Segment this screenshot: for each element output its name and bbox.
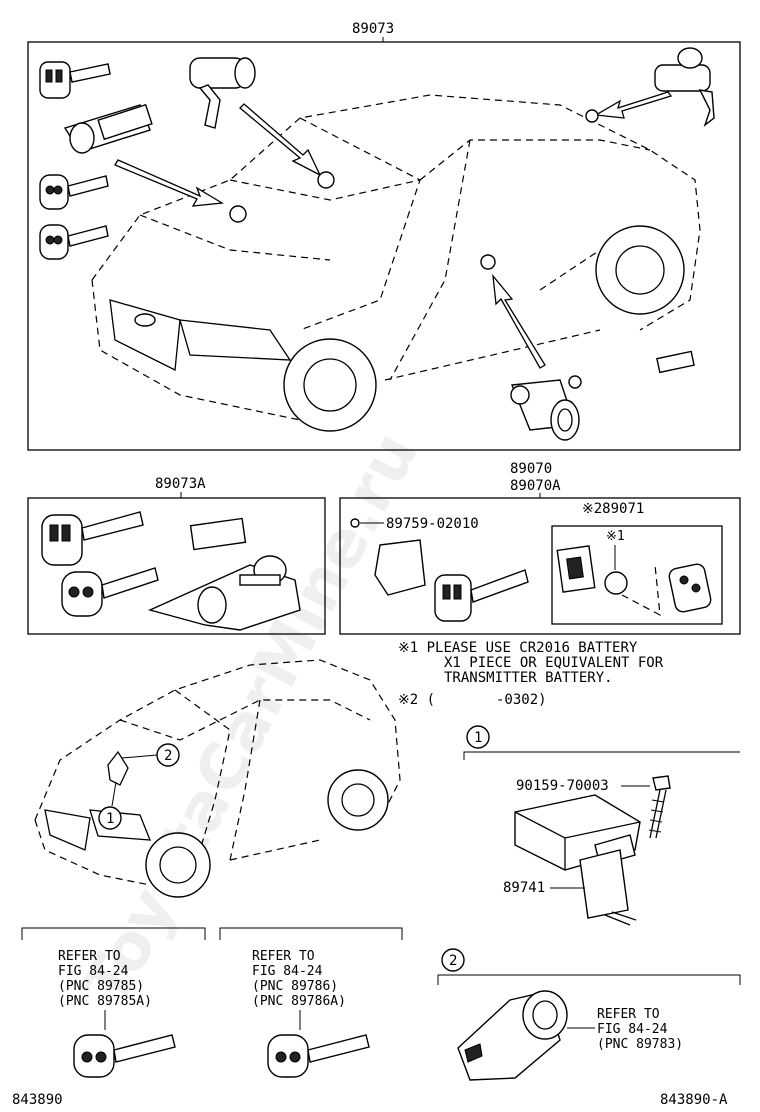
arrow-icon (593, 91, 673, 119)
transmitter-frame (339, 497, 741, 635)
refer-left-line4: (PNC 89785A) (58, 994, 152, 1009)
note1-line2: X1 PIECE OR EQUIVALENT FOR (444, 655, 664, 671)
footer-left-code: 843890 (12, 1092, 63, 1108)
arrow-icon (114, 159, 225, 207)
headlight-shape (89, 809, 151, 841)
callout-circle-2 (441, 948, 465, 972)
arrow-icon (492, 273, 546, 369)
key-icon (39, 174, 109, 210)
ignition-switch-icon (457, 990, 568, 1081)
front-wheel (145, 832, 211, 898)
callout-circle-1 (98, 806, 122, 830)
hatch-lock-part-icon (654, 47, 715, 127)
key-icon (434, 569, 529, 622)
key-blank-icon (656, 350, 695, 374)
refer-mid-line3: (PNC 89786) (252, 979, 338, 994)
lock-point-marker (317, 171, 335, 189)
callout-1-text: 1 (474, 730, 482, 746)
refer-mid-bracket (219, 927, 403, 940)
set-a-frame (27, 497, 326, 635)
battery-icon (604, 571, 628, 595)
bolt-icon (648, 775, 671, 839)
receiver-location-shape (107, 750, 129, 786)
refer-left-line1: REFER TO (58, 949, 121, 964)
label-main-set: 89073 (352, 21, 394, 37)
lock-cylinder-icon (147, 555, 301, 631)
rear-wheel (595, 225, 685, 315)
refer-right-line2: FIG 84-24 (597, 1022, 668, 1037)
lock-point-marker (480, 254, 496, 270)
receiver-module-icon (514, 794, 641, 926)
key-icon (267, 1034, 370, 1078)
callout-1-text: 1 (106, 811, 114, 827)
key-blank-icon (189, 517, 247, 551)
leader-callout-2 (121, 754, 158, 759)
note1-line1: ※1 PLEASE USE CR2016 BATTERY (398, 640, 638, 656)
emblem-shape (134, 313, 156, 327)
car-illustration-bottom (34, 659, 401, 898)
label-transmitter-sub: ※289071 (582, 501, 644, 517)
label-mark1: ※1 (606, 529, 625, 544)
lock-cylinder-icon (63, 103, 153, 154)
callout-circle-1 (466, 725, 490, 749)
car-illustration-top (91, 94, 701, 432)
grille-shape (109, 299, 181, 372)
key-group-set-a (41, 511, 301, 631)
transmitter-sub-frame (551, 525, 723, 625)
key-icon (39, 224, 109, 260)
note2-suffix: -0302) (496, 692, 547, 708)
note2-prefix: ※2 ( (398, 692, 435, 708)
grille-shape (44, 809, 91, 851)
key-icon (61, 567, 159, 617)
screw-icon (350, 518, 360, 528)
front-wheel (283, 338, 377, 432)
refer-right-line3: (PNC 89783) (597, 1037, 683, 1052)
refer-left-line3: (PNC 89785) (58, 979, 144, 994)
refer-mid-line2: FIG 84-24 (252, 964, 323, 979)
callout-2-text: 2 (164, 748, 172, 764)
transmitter-board-icon (556, 545, 596, 593)
refer-right-line1: REFER TO (597, 1007, 660, 1022)
transmitter-case-icon (374, 539, 426, 596)
label-transmitter-a: 89070 (510, 461, 552, 477)
label-screw: 89759-02010 (386, 516, 479, 532)
refer-left-line2: FIG 84-24 (58, 964, 129, 979)
label-transmitter-b: 89070A (510, 478, 561, 494)
refer-mid-line1: REFER TO (252, 949, 315, 964)
arrow-icon (239, 103, 322, 177)
transmitter-cover-icon (668, 563, 712, 613)
lock-point-marker (229, 205, 247, 223)
label-receiver: 89741 (503, 880, 545, 896)
key-icon (41, 511, 144, 566)
refer-left-bracket (21, 927, 206, 940)
lock-point-marker (585, 109, 599, 123)
footer-right-code: 843890-A (660, 1092, 728, 1108)
key-icon (39, 61, 111, 99)
door-lock-part-icon (189, 57, 256, 129)
main-set-frame (27, 41, 741, 451)
section2-bracket (437, 974, 741, 985)
note1-line3: TRANSMITTER BATTERY. (444, 670, 613, 686)
section1-bracket (463, 751, 740, 760)
headlight-shape (179, 319, 292, 361)
leader-callout-1 (111, 781, 117, 807)
key-icon (73, 1034, 176, 1078)
rear-wheel (327, 769, 389, 831)
label-set-a: 89073A (155, 476, 206, 492)
label-bolt: 90159-70003 (516, 778, 609, 794)
key-group-top (39, 61, 153, 260)
callout-2-text: 2 (449, 953, 457, 969)
refer-mid-line4: (PNC 89786A) (252, 994, 346, 1009)
door-cylinder-part-icon (510, 375, 582, 441)
